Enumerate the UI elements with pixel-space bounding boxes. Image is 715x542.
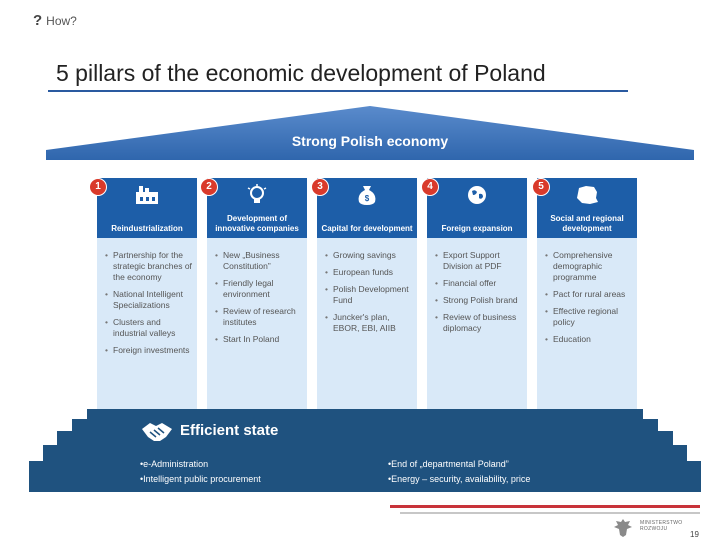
pillar-items: Partnership for the strategic branches o… xyxy=(105,250,193,362)
list-item: Review of business diplomacy xyxy=(435,312,523,334)
pillar-header: Social and regional development xyxy=(537,178,637,238)
list-item: New „Business Constitution” xyxy=(215,250,303,272)
pillar-items: Growing savings European funds Polish De… xyxy=(325,250,413,340)
ministry-line: MINISTERSTWO xyxy=(640,520,683,526)
pillar-title: Reindustrialization xyxy=(111,224,183,233)
svg-text:$: $ xyxy=(365,194,370,203)
list-item: Export Support Division at PDF xyxy=(435,250,523,272)
list-item: Friendly legal environment xyxy=(215,278,303,300)
foundation-item: •e-Administration xyxy=(140,459,209,469)
list-item: Partnership for the strategic branches o… xyxy=(105,250,193,283)
pillar-title: Capital for development xyxy=(321,224,413,233)
factory-icon xyxy=(97,184,197,211)
foundation-item: •End of „departmental Poland” xyxy=(388,459,509,469)
pillar-header: Development of innovative companies xyxy=(207,178,307,238)
pillar-foreign-expansion: Foreign expansion Export Support Divisio… xyxy=(427,178,527,409)
pillar-reindustrialization: Reindustrialization Partnership for the … xyxy=(97,178,197,409)
list-item: National Intelligent Specializations xyxy=(105,289,193,311)
list-item: Foreign investments xyxy=(105,345,193,356)
handshake-icon xyxy=(142,423,172,441)
pillar-innovative-companies: Development of innovative companies New … xyxy=(207,178,307,409)
page-number: 19 xyxy=(690,530,699,539)
foundation-step xyxy=(43,445,687,461)
foundation-step xyxy=(72,419,658,431)
list-item: Review of research institutes xyxy=(215,306,303,328)
pillar-number-badge: 1 xyxy=(89,178,107,196)
list-item: Education xyxy=(545,334,633,345)
pillar-number-badge: 2 xyxy=(200,178,218,196)
list-item: Polish Development Fund xyxy=(325,284,413,306)
money-bag-icon: $ xyxy=(317,184,417,211)
pillar-header: Reindustrialization xyxy=(97,178,197,238)
pillar-header: Foreign expansion xyxy=(427,178,527,238)
foundation-label: Efficient state xyxy=(180,422,279,439)
eagle-emblem-icon xyxy=(614,519,632,537)
pillar-number-badge: 3 xyxy=(311,178,329,196)
pillar-header: $ Capital for development xyxy=(317,178,417,238)
foundation-step xyxy=(29,461,701,492)
footer-accent-bar xyxy=(390,505,700,508)
poland-map-icon xyxy=(537,184,637,211)
foundation-step xyxy=(57,431,673,445)
pillar-number-badge: 4 xyxy=(421,178,439,196)
list-item: Financial offer xyxy=(435,278,523,289)
list-item: Start In Poland xyxy=(215,334,303,345)
pillar-social-regional: Social and regional development Comprehe… xyxy=(537,178,637,409)
pillar-title: Foreign expansion xyxy=(441,224,513,233)
section-label: How? xyxy=(46,14,77,28)
list-item: Clusters and industrial valleys xyxy=(105,317,193,339)
footer-divider xyxy=(400,512,700,514)
pillar-title: Development of innovative companies xyxy=(215,214,299,233)
list-item: Comprehensive demographic programme xyxy=(545,250,633,283)
pillar-items: New „Business Constitution” Friendly leg… xyxy=(215,250,303,351)
foundation-item: •Intelligent public procurement xyxy=(140,474,261,484)
list-item: European funds xyxy=(325,267,413,278)
question-mark-icon: ? xyxy=(33,12,43,29)
foundation-step xyxy=(87,409,643,419)
pillar-items: Comprehensive demographic programme Pact… xyxy=(545,250,633,351)
title-underline xyxy=(48,90,628,92)
roof xyxy=(46,106,694,160)
list-item: Effective regional policy xyxy=(545,306,633,328)
pillar-number-badge: 5 xyxy=(532,178,550,196)
pillar-capital: $ Capital for development Growing saving… xyxy=(317,178,417,409)
ministry-name: MINISTERSTWO ROZWOJU xyxy=(640,520,683,532)
list-item: Juncker's plan, EBOR, EBI, AIIB xyxy=(325,312,413,334)
lightbulb-icon xyxy=(207,184,307,211)
list-item: Strong Polish brand xyxy=(435,295,523,306)
pillar-items: Export Support Division at PDF Financial… xyxy=(435,250,523,340)
ministry-line: ROZWOJU xyxy=(640,526,668,532)
globe-icon xyxy=(427,184,527,211)
list-item: Pact for rural areas xyxy=(545,289,633,300)
list-item: Growing savings xyxy=(325,250,413,261)
foundation-item: •Energy – security, availability, price xyxy=(388,474,531,484)
slide-title: 5 pillars of the economic development of… xyxy=(56,60,546,86)
section-header: ?How? xyxy=(33,12,77,29)
pillar-title: Social and regional development xyxy=(550,214,624,233)
roof-label: Strong Polish economy xyxy=(291,133,449,149)
